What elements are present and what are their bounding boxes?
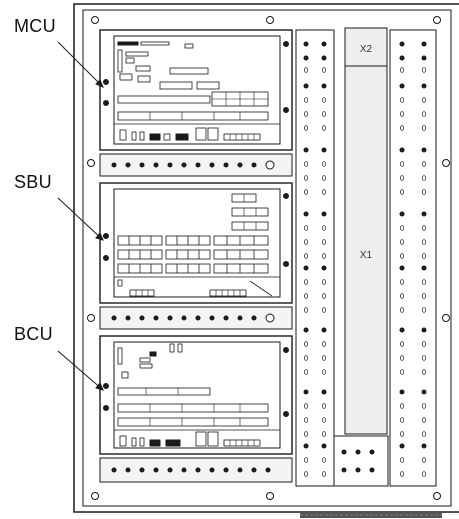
bcu-callout-label: BCU [14, 324, 53, 344]
bcu-module [99, 335, 293, 455]
sbu-module [99, 182, 293, 304]
bcu-leader-arrow [95, 382, 104, 391]
mcu-module [99, 29, 293, 151]
terminal-label-x1: X1 [360, 250, 373, 261]
din-rail-middle [99, 306, 293, 330]
bcu-leader-line [57, 350, 104, 391]
mcu-callout-label: MCU [14, 16, 56, 36]
cable-duct-right [389, 29, 437, 487]
din-rail-upper [99, 153, 293, 177]
sbu-leader-arrow [95, 232, 104, 241]
sbu-callout-label: SBU [14, 172, 52, 192]
mcu-leader-arrow [95, 79, 104, 88]
terminal-label-x2: X2 [360, 44, 373, 55]
sbu-leader-line [57, 197, 104, 241]
terminal-column [333, 27, 389, 487]
mcu-leader-line [57, 41, 104, 88]
cable-duct-left [295, 29, 335, 487]
din-rail-lower [99, 457, 293, 483]
cable-entry-strip [300, 513, 442, 518]
cabinet-frame [73, 3, 459, 513]
callout-leaders [57, 41, 104, 391]
